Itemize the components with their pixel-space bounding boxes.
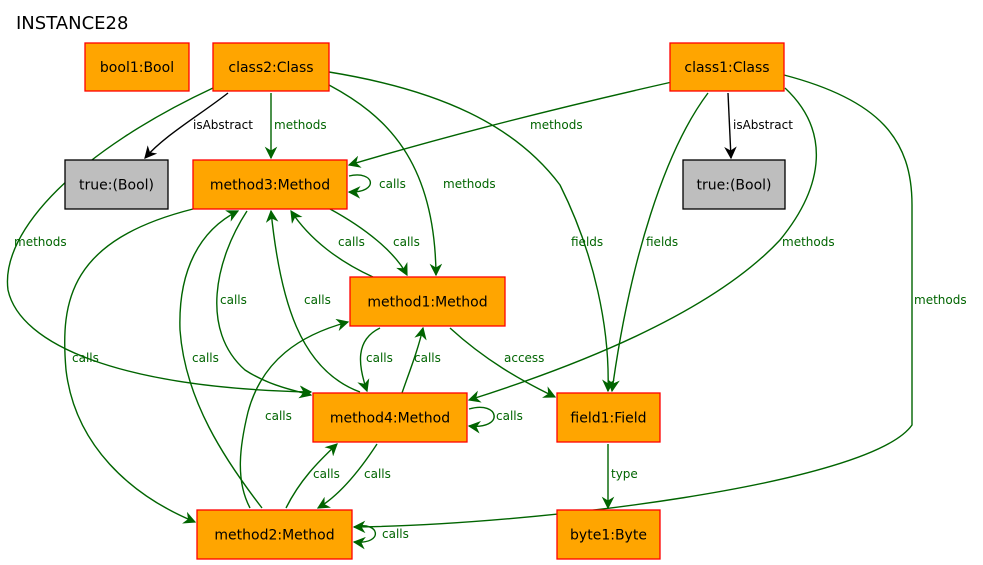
edge-class1-method4 [467,87,817,403]
node-byte1: byte1:Byte [556,509,661,560]
node-box-method3 [192,159,348,210]
edge-class2-method1 [328,84,443,277]
edge-method1-field1 [449,327,557,398]
node-true2: true:(Bool) [682,159,786,210]
edge-method4-method3 [265,209,361,393]
edge-label-method1-method3: calls [338,235,365,249]
edge-class2-field1 [328,71,615,393]
node-method2: method2:Method [196,509,353,560]
edge-label-class1-method3: methods [530,118,583,132]
edge-label-method3-method3: calls [379,177,406,191]
diagram-title: INSTANCE28 [16,13,128,34]
node-box-class2 [212,42,330,92]
node-field1: field1:Field [556,392,661,443]
node-label-true1: true:(Bool) [79,178,154,194]
edge-method4-method4 [467,406,495,434]
edge-class1-method3 [347,81,673,168]
edge-class2-method4 [6,87,313,399]
node-box-method4 [312,392,468,443]
edge-label-class2-true1: isAbstract [193,118,253,132]
edge-label-method4-method1: calls [414,351,441,365]
node-label-method4: method4:Method [330,411,450,427]
edge-label-method1-field1: access [504,351,544,365]
edge-class1-true2 [724,92,737,160]
node-box-field1 [556,392,661,443]
node-box-method2 [196,509,353,560]
edge-method2-method4 [285,443,338,509]
edge-method2-method2 [352,525,377,550]
edge-label-class1-true2: isAbstract [733,118,793,132]
node-label-method2: method2:Method [214,528,334,544]
node-label-field1: field1:Field [570,411,646,427]
edge-label-method4-method4: calls [496,409,523,423]
edge-label-field1-byte1: type [611,467,638,481]
edge-label-class2-field1: fields [571,235,603,249]
edge-label-method1-method4: calls [366,351,393,365]
node-label-true2: true:(Bool) [697,178,772,194]
edge-label-method2-method2: calls [382,527,409,541]
edge-label-class1-method2: methods [914,293,967,307]
edge-method4-method2 [316,443,378,509]
edge-method3-method1 [329,208,408,277]
edge-label-method2-method3: calls [192,351,219,365]
node-box-bool1 [84,42,190,92]
node-true1: true:(Bool) [64,159,169,210]
edge-label-method4-method3: calls [304,293,331,307]
node-box-byte1 [556,509,661,560]
node-label-method3: method3:Method [210,178,330,194]
edge-label-class2-method3: methods [274,118,327,132]
edge-label-class1-method4: methods [782,235,835,249]
edge-label-method3-method2: calls [72,351,99,365]
node-bool1: bool1:Bool [84,42,190,92]
node-method1: method1:Method [349,276,506,327]
node-method3: method3:Method [192,159,348,210]
edge-label-method3-method1: calls [393,235,420,249]
edge-method1-method3 [290,209,374,278]
node-label-byte1: byte1:Byte [570,528,647,544]
node-method4: method4:Method [312,392,468,443]
edge-method2-method3 [179,210,263,509]
node-label-method1: method1:Method [367,295,487,311]
edge-method2-method1 [239,318,350,509]
edge-method3-method4 [216,210,313,399]
edge-label-class2-method1: methods [443,177,496,191]
node-box-true1 [64,159,169,210]
edge-method3-method2 [64,208,197,524]
nodes-layer: bool1:Bool class2:Class class1:Class true:(… [64,42,786,560]
node-box-class1 [669,42,785,92]
edge-method4-method1 [401,326,427,394]
edge-label-method2-method1: calls [265,409,292,423]
edges-layer: isAbstract methods methods methods fields isA… [6,71,967,550]
node-class1: class1:Class [669,42,785,92]
edge-label-method3-method4: calls [220,293,247,307]
edge-method1-method4 [357,327,381,393]
edge-label-method4-method2: calls [364,467,391,481]
edge-class1-method2 [352,74,913,534]
edge-label-method2-method4: calls [313,467,340,481]
edge-method3-method3 [347,174,372,199]
edge-label-class2-method4: methods [14,235,67,249]
node-label-class2: class2:Class [228,60,313,76]
node-label-class1: class1:Class [684,60,769,76]
node-box-true2 [682,159,786,210]
node-box-method1 [349,276,506,327]
node-class2: class2:Class [212,42,330,92]
edge-class1-field1 [607,92,709,393]
node-label-bool1: bool1:Bool [100,60,174,76]
edge-label-class1-field1: fields [646,235,678,249]
edge-class2-true1 [144,92,229,159]
